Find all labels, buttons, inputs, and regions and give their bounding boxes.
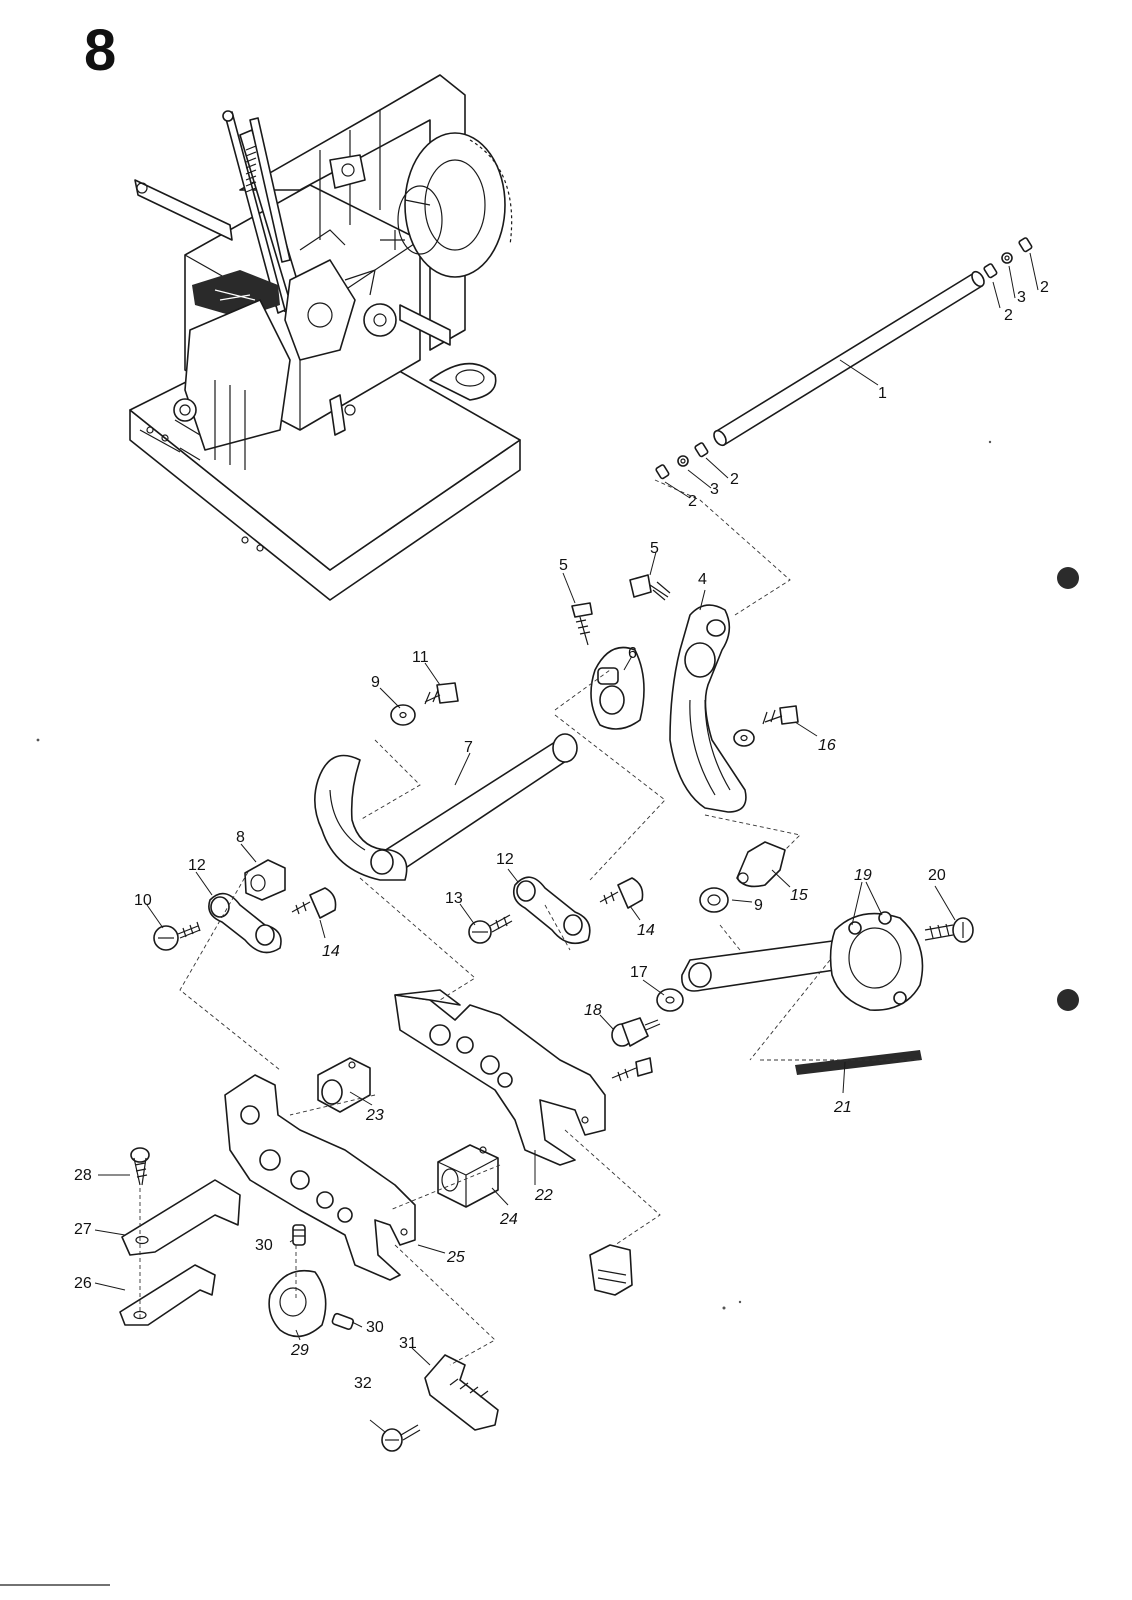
part-20-screw — [924, 917, 974, 943]
part-22-feed-bracket — [394, 989, 606, 1166]
callout-22: 22 — [534, 1187, 553, 1204]
callout-16: 16 — [818, 737, 836, 754]
leader-lines — [94, 252, 1039, 1433]
callout-5b: 5 — [559, 557, 568, 574]
callout-28: 28 — [74, 1167, 92, 1184]
part-14-stud-middle — [599, 877, 644, 909]
part-5-screws — [571, 574, 671, 646]
part-12-link-left — [208, 892, 282, 954]
callout-2c: 2 — [730, 471, 739, 488]
part-23-block — [317, 1057, 371, 1113]
part-21-felt-strip — [795, 1050, 922, 1075]
callout-32: 32 — [354, 1375, 372, 1392]
callout-14a: 14 — [322, 943, 340, 960]
callout-29: 29 — [290, 1342, 309, 1359]
part-6-collar — [590, 646, 645, 730]
part-24-block — [437, 1144, 499, 1208]
part-13-screw — [468, 914, 513, 944]
callout-27: 27 — [74, 1221, 92, 1238]
callout-26: 26 — [74, 1275, 92, 1292]
callout-13: 13 — [445, 890, 463, 907]
part-9-washer — [390, 704, 755, 913]
part-30-set-screws — [292, 1224, 355, 1331]
callout-2b: 2 — [1004, 307, 1013, 324]
part-10-screw — [153, 921, 201, 951]
part-32-screw — [381, 1424, 421, 1452]
part-11-screw — [424, 682, 459, 705]
part-19-clamp-arm — [681, 911, 924, 1011]
part-28-screw — [130, 1147, 150, 1186]
part-31-feed-dog — [424, 1354, 499, 1431]
callout-14b: 14 — [637, 922, 655, 939]
part-18-screw — [611, 1017, 661, 1047]
part-4-arm — [669, 604, 747, 813]
callout-24: 24 — [499, 1211, 518, 1228]
callout-9b: 9 — [754, 897, 763, 914]
callout-3a: 3 — [1017, 289, 1026, 306]
callout-1: 1 — [878, 385, 887, 402]
part-7-crank — [314, 733, 578, 881]
part-26-plate — [119, 1264, 216, 1326]
callout-7: 7 — [464, 739, 473, 756]
callout-11: 11 — [412, 649, 429, 666]
part-14-stud-left — [291, 887, 337, 919]
small-feed-plate — [589, 1244, 633, 1296]
page-number: 8 — [84, 18, 117, 83]
scan-marks — [0, 440, 1079, 1586]
callout-12b: 12 — [496, 851, 514, 868]
callout-10: 10 — [134, 892, 152, 909]
callout-21: 21 — [833, 1099, 852, 1116]
callout-30a: 30 — [255, 1237, 273, 1254]
part-8-stud — [244, 859, 286, 901]
callout-12a: 12 — [188, 857, 206, 874]
part-12-link-middle — [512, 876, 591, 945]
callout-23: 23 — [365, 1107, 384, 1124]
part-15-stud — [736, 841, 786, 888]
part-29-collar — [268, 1270, 327, 1338]
callout-2d: 2 — [688, 493, 697, 510]
callout-25: 25 — [446, 1249, 465, 1266]
callout-2a: 2 — [1040, 279, 1049, 296]
callout-19: 19 — [854, 867, 872, 884]
callout-8: 8 — [236, 829, 245, 846]
callout-17: 17 — [630, 964, 648, 981]
callout-31: 31 — [399, 1335, 417, 1352]
callout-3b: 3 — [710, 481, 719, 498]
callout-6: 6 — [628, 645, 637, 662]
part-1-shaft — [713, 270, 985, 447]
callout-4: 4 — [698, 571, 707, 588]
part-27-plate — [121, 1179, 241, 1256]
part-16-screw — [762, 705, 799, 725]
callout-20: 20 — [928, 867, 946, 884]
callout-18: 18 — [584, 1002, 602, 1019]
callout-5a: 5 — [650, 540, 659, 557]
machine-overview-illustration — [129, 74, 521, 601]
callout-9a: 9 — [371, 674, 380, 691]
callout-15: 15 — [790, 887, 808, 904]
bracket-screw — [611, 1057, 653, 1082]
callout-30b: 30 — [366, 1319, 384, 1336]
part-25-feed-bracket — [224, 1074, 416, 1281]
shaft-end-screws — [655, 237, 1033, 480]
